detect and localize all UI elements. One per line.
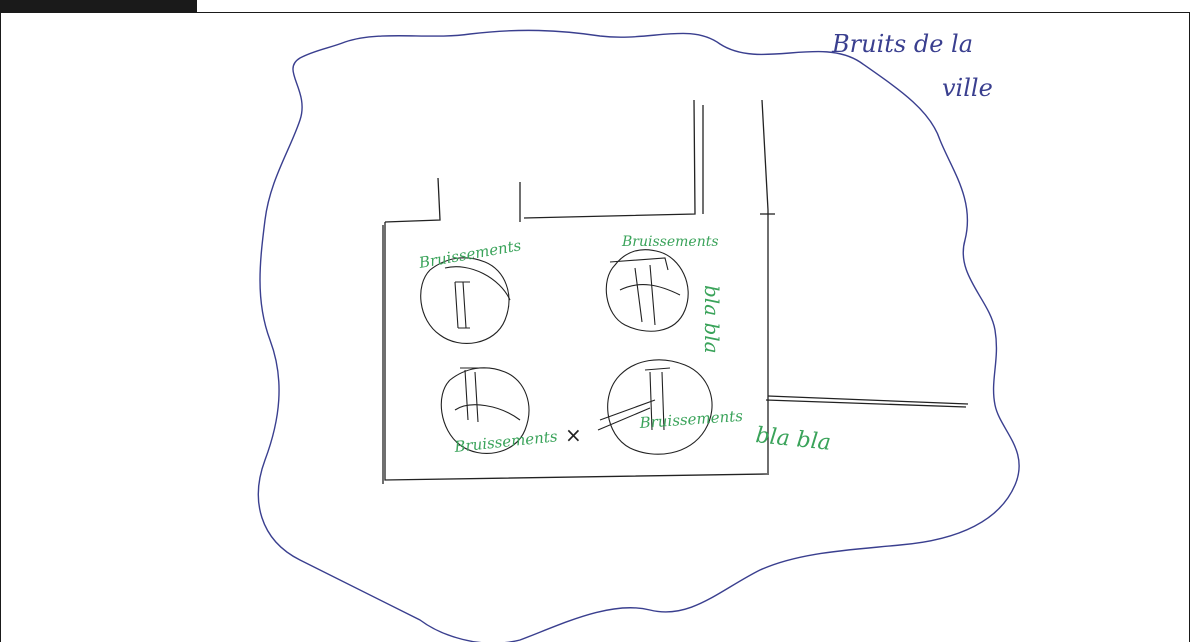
city-boundary-outline xyxy=(258,30,1019,642)
tree-bottom-right xyxy=(598,360,712,454)
listener-position-marker: × xyxy=(565,423,582,447)
blabla-horizontal-label: bla bla xyxy=(754,423,832,456)
city-label-line2: ville xyxy=(942,74,993,102)
city-noise-label: Bruits de la ville xyxy=(831,30,993,102)
tree-top-left xyxy=(421,258,510,344)
rustle-labels: Bruissements Bruissements Bruissements B… xyxy=(417,234,832,456)
rustle-label-bottom-right: Bruissements xyxy=(638,407,744,432)
blabla-vertical-label: bla bla xyxy=(700,285,724,354)
city-label-line1: Bruits de la xyxy=(831,30,973,58)
tree-top-right xyxy=(606,250,688,332)
rustle-label-top-right: Bruissements xyxy=(621,234,719,250)
rustle-label-top-left: Bruissements xyxy=(417,236,523,272)
rustle-label-bottom-left: Bruissements xyxy=(453,427,559,456)
